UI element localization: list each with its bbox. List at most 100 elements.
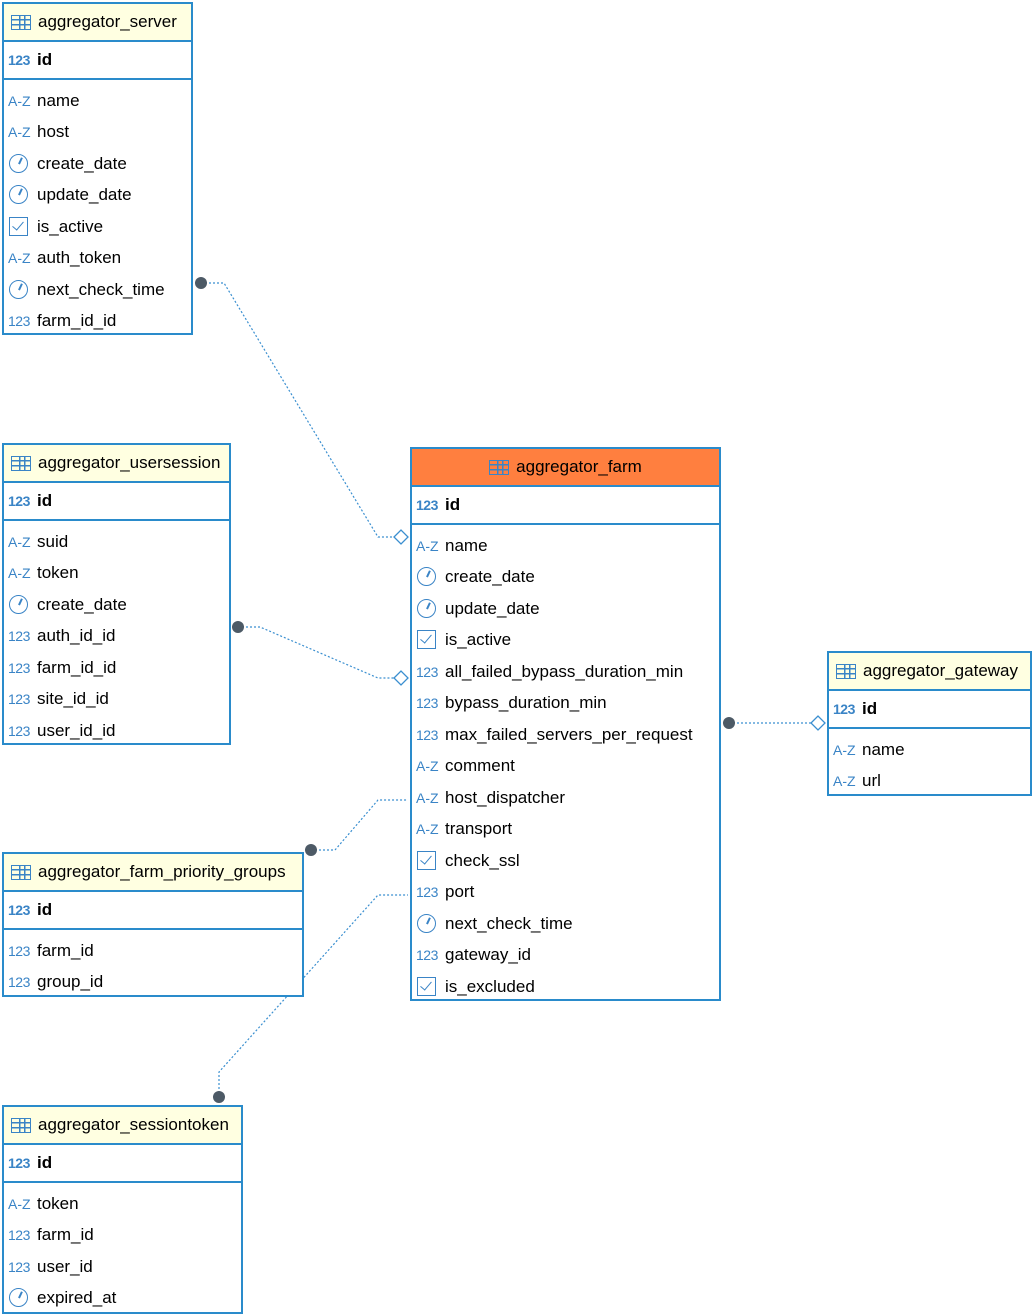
link-end-diamond: [393, 670, 409, 686]
numeric-type-icon: 123: [8, 52, 30, 68]
column-row[interactable]: is_excluded: [412, 971, 719, 1003]
clock-icon: [8, 153, 31, 175]
column-name: is_excluded: [445, 976, 535, 996]
column-name: transport: [445, 819, 513, 839]
column-row[interactable]: expired_at: [4, 1283, 241, 1315]
column-row[interactable]: is_active: [4, 211, 191, 243]
column-row[interactable]: next_check_time: [412, 908, 719, 940]
text-type-icon: A-Z: [833, 741, 856, 758]
column-row[interactable]: update_date: [412, 593, 719, 625]
column-name: bypass_duration_min: [445, 693, 607, 713]
table-icon: [11, 455, 31, 471]
entity-header[interactable]: aggregator_farm: [412, 449, 719, 487]
column-name: id: [862, 699, 878, 718]
text-type-icon: A-Z: [8, 92, 31, 109]
column-row[interactable]: 123 gateway_id: [412, 940, 719, 972]
column-row[interactable]: is_active: [412, 625, 719, 657]
table-icon: [11, 1117, 31, 1133]
column-row[interactable]: A-Z transport: [412, 814, 719, 846]
text-type-icon: A-Z: [416, 821, 439, 838]
column-row[interactable]: A-Z name: [829, 734, 1030, 766]
numeric-type-icon: 123: [8, 902, 30, 918]
column-name: host: [37, 122, 70, 142]
checkbox-icon: [8, 216, 31, 238]
column-row[interactable]: update_date: [4, 180, 191, 212]
column-name: check_ssl: [445, 850, 520, 870]
entity-header[interactable]: aggregator_server: [4, 4, 191, 42]
column-row[interactable]: next_check_time: [4, 274, 191, 306]
text-type-icon: A-Z: [8, 1195, 31, 1212]
checkbox-icon: [416, 976, 439, 998]
column-name: expired_at: [37, 1288, 117, 1308]
entity-header[interactable]: aggregator_farm_priority_groups: [4, 854, 302, 892]
column-name: token: [37, 563, 79, 583]
column-name: url: [862, 771, 881, 791]
table-icon: [836, 663, 856, 679]
link-prioritygroups-farm: [311, 799, 408, 851]
column-name: next_check_time: [445, 913, 573, 933]
column-name: name: [862, 739, 905, 759]
column-name: farm_id_id: [37, 311, 117, 331]
column-name: site_id_id: [37, 689, 109, 709]
numeric-type-icon: 123: [416, 726, 438, 743]
entity-header[interactable]: aggregator_gateway: [829, 653, 1030, 691]
numeric-type-icon: 123: [416, 947, 438, 964]
link-end-dot: [305, 844, 317, 856]
column-name: suid: [37, 531, 69, 551]
clock-icon: [8, 279, 31, 301]
column-row[interactable]: A-Z url: [829, 766, 1030, 798]
link-end-dot: [723, 717, 735, 729]
column-name: group_id: [37, 972, 104, 992]
entity-header[interactable]: aggregator_sessiontoken: [4, 1107, 241, 1145]
column-name: update_date: [37, 185, 132, 205]
column-name: create_date: [37, 153, 127, 173]
column-name: gateway_id: [445, 945, 532, 965]
column-name: farm_id: [37, 940, 94, 960]
text-type-icon: A-Z: [833, 773, 856, 790]
entity-header[interactable]: aggregator_usersession: [4, 445, 229, 483]
checkbox-icon: [416, 629, 439, 651]
table-icon: [11, 864, 31, 880]
column-row[interactable]: create_date: [412, 562, 719, 594]
column-name: id: [37, 1153, 53, 1172]
column-row[interactable]: create_date: [4, 148, 191, 180]
column-name: host_dispatcher: [445, 787, 566, 807]
column-row[interactable]: create_date: [4, 589, 229, 621]
column-row[interactable]: check_ssl: [412, 845, 719, 877]
